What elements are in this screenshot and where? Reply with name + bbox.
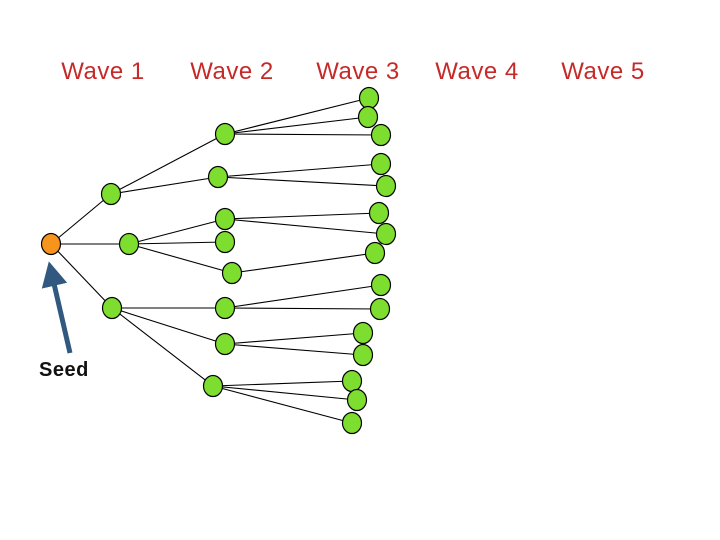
edge-w1b-w2d <box>128 241 226 245</box>
edge-seed-w1a <box>50 193 112 245</box>
edge-w2h-w3n <box>212 385 358 401</box>
wave1-node-w1a <box>100 182 122 206</box>
edge-w2g-w3l <box>224 343 364 356</box>
wave3-node-w3k <box>352 321 374 345</box>
edge-w2b-w3e <box>217 176 387 187</box>
wave3-node-w3i <box>370 273 392 297</box>
wave2-node-w2d <box>214 230 236 254</box>
wave1-node-w1c <box>101 296 123 320</box>
edge-w2f-w3i <box>224 284 382 309</box>
wave-2-header: Wave 2 <box>190 58 274 85</box>
wave3-node-w3j <box>369 297 391 321</box>
edge-w2c-w3g <box>224 218 387 235</box>
edge-w2a-w3c <box>224 133 382 136</box>
edge-w2f-w3j <box>224 307 381 310</box>
wave3-node-w3a <box>358 86 380 110</box>
wave3-node-w3n <box>346 388 368 412</box>
edge-w1a-w2b <box>110 176 219 195</box>
wave2-node-w2f <box>214 296 236 320</box>
wave2-node-w2a <box>214 122 236 146</box>
seed-node <box>40 232 62 256</box>
wave-3-header: Wave 3 <box>316 58 400 85</box>
edge-w1b-w2c <box>128 218 226 245</box>
edge-w2h-w3o <box>212 385 353 424</box>
wave3-node-w3c <box>370 123 392 147</box>
edge-w2g-w3k <box>224 332 364 345</box>
edge-w1a-w2a <box>110 133 226 195</box>
nodes-layer <box>40 86 397 435</box>
edge-w1c-w2g <box>111 307 226 345</box>
wave3-node-w3f <box>368 201 390 225</box>
wave2-node-w2b <box>207 165 229 189</box>
edge-seed-w1c <box>50 243 113 309</box>
edge-w2c-w3f <box>224 212 380 220</box>
edge-w1c-w2h <box>111 307 214 387</box>
edge-w1b-w2e <box>128 243 233 274</box>
wave2-node-w2c <box>214 207 236 231</box>
wave2-node-w2e <box>221 261 243 285</box>
wave3-node-w3h <box>364 241 386 265</box>
wave2-node-w2g <box>214 332 236 356</box>
seed-arrow-icon <box>41 261 73 354</box>
wave3-node-w3e <box>375 174 397 198</box>
wave-4-header: Wave 4 <box>435 58 519 85</box>
wave3-node-w3g <box>375 222 397 246</box>
wave3-node-w3d <box>370 152 392 176</box>
wave-1-header: Wave 1 <box>61 58 145 85</box>
seed-label: Seed <box>39 359 89 381</box>
wave3-node-w3b <box>357 105 379 129</box>
wave3-node-w3o <box>341 411 363 435</box>
wave3-node-w3m <box>341 369 363 393</box>
wave2-node-w2h <box>202 374 224 398</box>
edge-w2a-w3b <box>224 116 369 135</box>
edges-layer <box>50 97 387 424</box>
edge-w2h-w3m <box>212 380 353 387</box>
wave-5-header: Wave 5 <box>561 58 645 85</box>
wave1-node-w1b <box>118 232 140 256</box>
edge-w2a-w3a <box>224 97 370 135</box>
edge-w2b-w3d <box>217 163 382 178</box>
edge-w2e-w3h <box>231 252 376 274</box>
wave3-node-w3l <box>352 343 374 367</box>
